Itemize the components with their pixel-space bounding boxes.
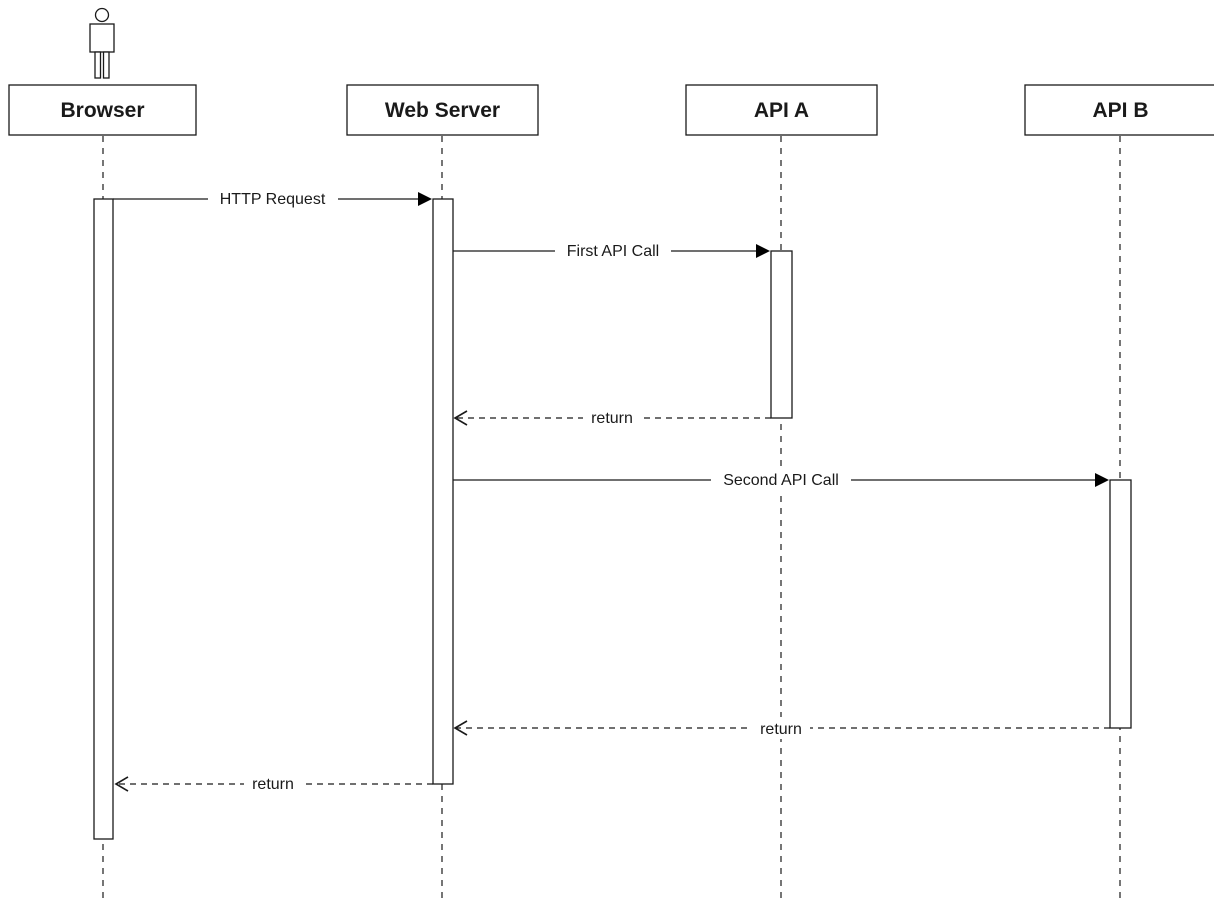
activation-webserver <box>432 198 454 785</box>
message-return-api-a: return <box>453 407 771 429</box>
activation-apib <box>1109 479 1132 729</box>
message-second-api-call: Second API Call <box>453 469 1109 491</box>
arrowhead-filled-icon <box>1095 473 1109 487</box>
message-http-request: HTTP Request <box>113 188 432 210</box>
actor-person-icon <box>89 7 115 79</box>
participant-apib-label: API B <box>1092 99 1148 122</box>
arrowhead-open-icon <box>453 410 468 426</box>
arrowhead-filled-icon <box>756 244 770 258</box>
participant-apib: API B <box>1024 84 1214 136</box>
message-label: return <box>591 410 633 427</box>
message-label: First API Call <box>567 243 659 260</box>
message-label: return <box>252 776 294 793</box>
message-return-api-b: return <box>453 717 1110 739</box>
participant-apia: API A <box>685 84 878 136</box>
message-first-api-call: First API Call <box>453 240 770 262</box>
activation-apia <box>770 250 793 419</box>
participant-webserver: Web Server <box>346 84 539 136</box>
participant-apia-label: API A <box>754 99 809 122</box>
participant-browser: Browser <box>8 84 197 136</box>
arrowhead-open-icon <box>114 776 129 792</box>
message-return-browser: return <box>114 773 433 795</box>
message-label: HTTP Request <box>220 191 326 208</box>
participant-browser-label: Browser <box>60 99 144 122</box>
arrowhead-open-icon <box>453 720 468 736</box>
message-label: return <box>760 721 802 738</box>
arrowhead-filled-icon <box>418 192 432 206</box>
participant-webserver-label: Web Server <box>385 99 500 122</box>
activation-browser <box>93 198 114 840</box>
message-label: Second API Call <box>723 472 839 489</box>
